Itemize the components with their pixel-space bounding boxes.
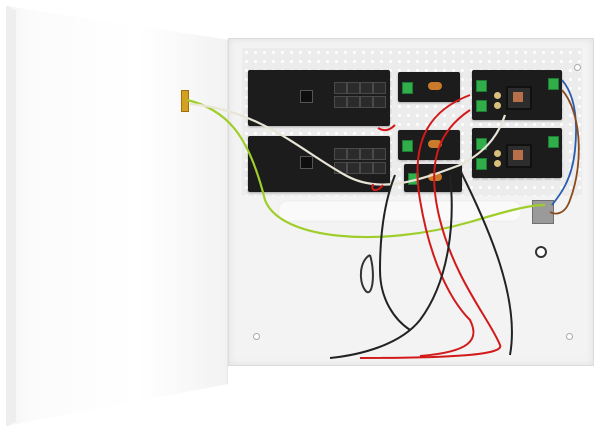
mount-hole [253, 333, 260, 340]
enclosure-door [6, 6, 228, 426]
psu-bottom [472, 128, 562, 178]
cable-grommet [535, 246, 547, 258]
psu-top [472, 70, 562, 120]
door-edge [6, 6, 16, 426]
converter-top [398, 72, 460, 102]
chip-icon [300, 90, 313, 103]
chip-icon [300, 156, 313, 169]
converter-middle [398, 130, 460, 160]
cable-slot [278, 200, 522, 222]
switch-board-top [248, 70, 390, 126]
switch-board-bottom [248, 136, 390, 192]
mount-hole [566, 333, 573, 340]
mount-hole [574, 64, 581, 71]
